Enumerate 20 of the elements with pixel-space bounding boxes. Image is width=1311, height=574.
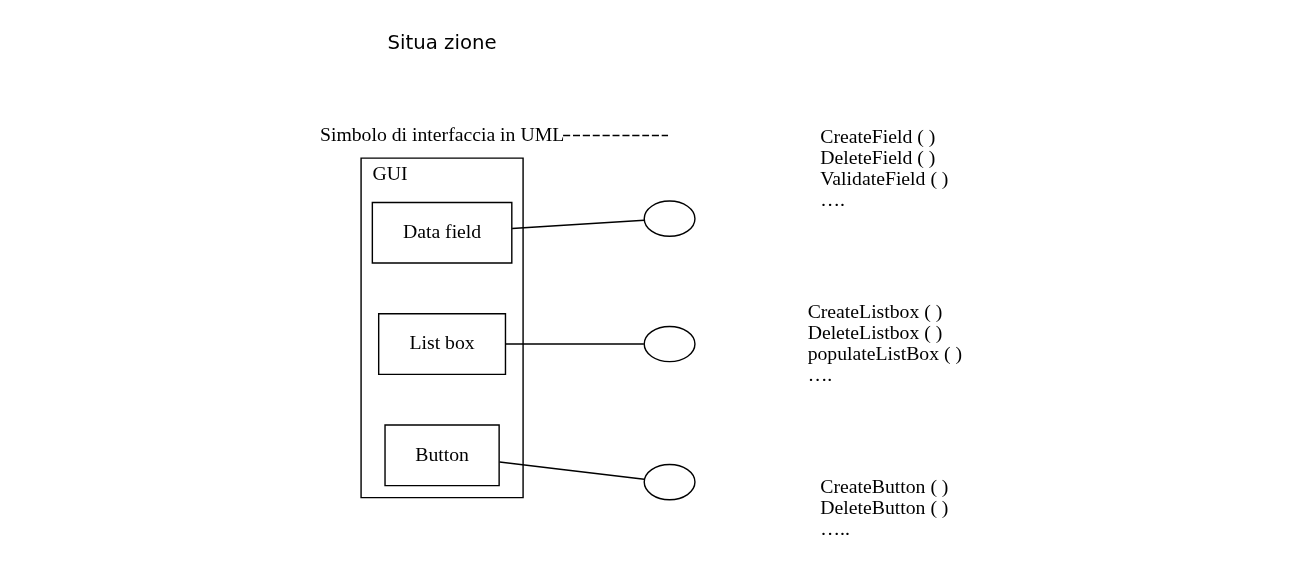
connector	[562, 134, 669, 137]
label: Situa zione	[387, 31, 497, 55]
node-box: Data field	[371, 201, 513, 264]
node-label: DeleteField ( )	[820, 146, 936, 169]
node-circle	[643, 200, 696, 237]
node-text: Simbolo di interfaccia in UML	[319, 122, 565, 145]
connector	[504, 343, 645, 345]
node-label: CreateButton ( )	[820, 474, 949, 497]
node-label: CreateField ( )	[820, 124, 936, 147]
node-label: CreateListbox ( )	[807, 299, 943, 322]
node-circle	[643, 463, 696, 501]
connector	[511, 219, 645, 230]
node-label: DeleteButton ( )	[820, 496, 949, 519]
node-circle	[643, 325, 696, 363]
node-label: ValidateField ( )	[820, 167, 949, 190]
connector	[498, 461, 645, 480]
node-label: ….	[820, 188, 845, 211]
node-label: …..	[820, 517, 850, 540]
node-box: List box	[378, 313, 507, 376]
node-box: Button	[384, 424, 500, 487]
